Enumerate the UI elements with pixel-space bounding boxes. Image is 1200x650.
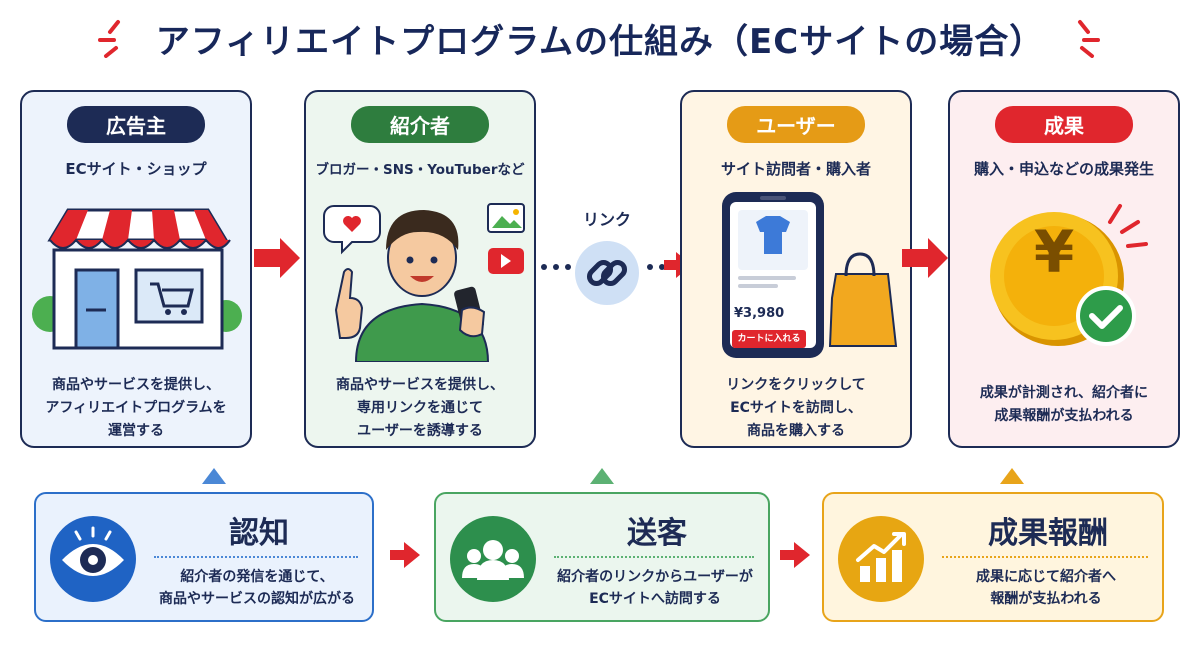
spark-right-icon (1078, 20, 1100, 58)
user-badge: ユーザー (727, 106, 865, 143)
result-card: 成果 購入・申込などの成果発生 ¥ 成果が計測され、紹介者に 成果報酬が支払われ… (948, 90, 1180, 448)
eye-icon-badge (50, 516, 136, 602)
awareness-card: 認知 紹介者の発信を通じて、 商品やサービスの認知が広がる (34, 492, 374, 622)
dotted-connector-left (541, 264, 571, 270)
eye-icon (62, 526, 124, 576)
users-icon-badge (450, 516, 536, 602)
referrer-desc: 商品やサービスを提供し、 専用リンクを通じて ユーザーを誘導する (336, 377, 504, 440)
reward-card: 成果報酬 成果に応じて紹介者へ 報酬が支払われる (822, 492, 1164, 622)
advertiser-badge: 広告主 (67, 106, 205, 143)
reward-title: 成果報酬 (988, 516, 1108, 551)
spark-left-icon (98, 20, 120, 58)
referrer-badge: 紹介者 (351, 106, 489, 143)
result-badge: 成果 (995, 106, 1133, 143)
user-desc: リンクをクリックして ECサイトを訪問し、 商品を購入する (726, 377, 866, 440)
growth-chart-icon (856, 532, 906, 582)
reward-desc: 成果に応じて紹介者へ 報酬が支払われる (976, 569, 1116, 608)
user-card: ユーザー サイト訪問者・購入者 ¥3,980 カートに入れる リンクをクリックし… (680, 90, 912, 448)
chain-link-icon (575, 241, 639, 305)
storefront-icon (32, 208, 242, 350)
add-to-cart-button[interactable]: カートに入れる (732, 330, 806, 348)
arrow-right-icon (902, 238, 948, 278)
user-subtitle: サイト訪問者・購入者 (720, 160, 871, 178)
arrow-right-icon (254, 238, 300, 278)
traffic-card: 送客 紹介者のリンクからユーザーが ECサイトへ訪問する (434, 492, 770, 622)
divider (154, 556, 358, 558)
awareness-desc: 紹介者の発信を通じて、 商品やサービスの認知が広がる (159, 569, 355, 608)
result-subtitle: 購入・申込などの成果発生 (973, 160, 1154, 178)
advertiser-subtitle: ECサイト・ショップ (65, 160, 207, 178)
dotted-connector-right (647, 264, 665, 270)
growth-chart-icon-badge (838, 516, 924, 602)
awareness-title: 認知 (229, 516, 289, 551)
advertiser-desc: 商品やサービスを提供し、 アフィリエイトプログラムを 運営する (45, 377, 227, 440)
users-icon (462, 540, 524, 580)
arrow-right-small-icon (390, 542, 420, 568)
link-label: リンク (582, 210, 631, 229)
product-price: ¥3,980 (734, 306, 785, 321)
arrow-right-small-icon (664, 252, 692, 278)
smartphone-shopping-icon (722, 192, 898, 358)
yen-symbol: ¥ (1033, 218, 1075, 286)
divider (942, 556, 1148, 558)
triangle-up-icon (590, 468, 614, 484)
traffic-title: 送客 (627, 516, 687, 551)
influencer-icon (323, 203, 525, 362)
result-desc: 成果が計測され、紹介者に 成果報酬が支払われる (979, 385, 1149, 425)
arrow-right-small-icon (780, 542, 810, 568)
referrer-subtitle: ブロガー・SNS・YouTuberなど (315, 162, 525, 178)
traffic-desc: 紹介者のリンクからユーザーが ECサイトへ訪問する (557, 569, 753, 608)
page-title: アフィリエイトプログラムの仕組み（ECサイトの場合） (155, 22, 1045, 62)
advertiser-card: 広告主 ECサイト・ショップ 商品やサービスを提供し、 アフィリエイトプログラム… (20, 90, 252, 448)
triangle-up-icon (1000, 468, 1024, 484)
yen-coin-icon (990, 204, 1148, 346)
divider (554, 556, 754, 558)
referrer-card: 紹介者 ブロガー・SNS・YouTuberなど 商品やサービスを提供し、 専用リ… (304, 90, 536, 448)
triangle-up-icon (202, 468, 226, 484)
